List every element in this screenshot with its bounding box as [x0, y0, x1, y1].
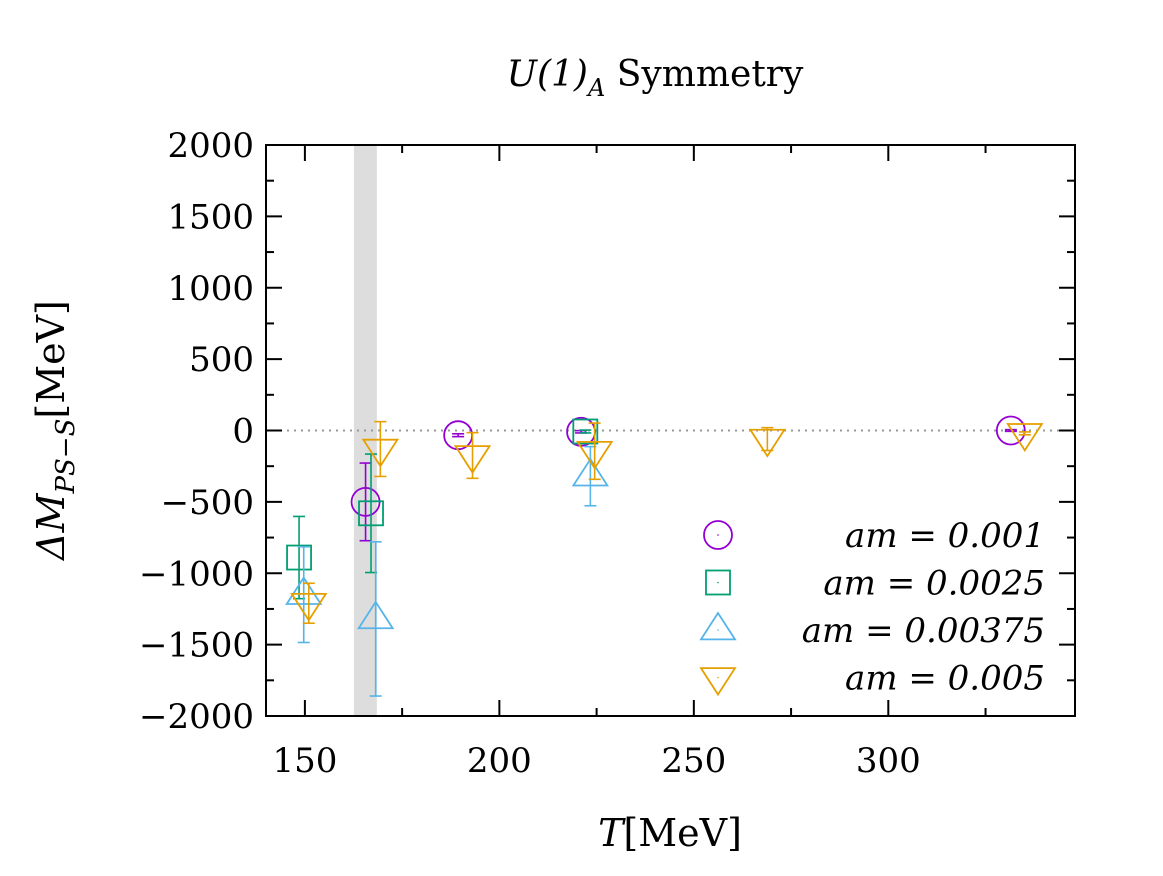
y-tick-label: 500 — [189, 340, 254, 380]
y-axis-label: ΔMPS−S[MeV] — [29, 300, 81, 562]
legend: am = 0.001 am = 0.0025 am = 0.00375 am = 0.… — [699, 516, 1045, 699]
x-tick-label: 250 — [661, 741, 726, 781]
data-point — [286, 544, 312, 571]
x-tick-label: 300 — [856, 741, 921, 781]
data-point — [453, 445, 492, 475]
plot-frame — [265, 144, 1076, 717]
legend-marker — [703, 520, 733, 550]
legend-label: am = 0.00375 — [802, 611, 1045, 651]
data-point — [357, 600, 395, 630]
legend-label: am = 0.001 — [845, 516, 1045, 556]
legend-marker-dot — [717, 629, 719, 631]
chart-title: U(1)A Symmetry — [507, 54, 804, 102]
axis-ticks: 2000 1500 1000 500 0 −500 −1000 −1500 −2000 150 20… — [139, 126, 1075, 781]
data-marks — [285, 415, 1044, 697]
data-point — [748, 428, 786, 458]
x-axis-label: T[MeV] — [598, 811, 742, 855]
y-tick-label: −2000 — [139, 697, 254, 737]
legend-marker-dot — [717, 534, 719, 536]
legend-marker-dot — [717, 676, 719, 679]
data-point — [995, 415, 1026, 446]
data-point — [358, 500, 384, 527]
y-tick-label: −500 — [161, 483, 254, 523]
y-tick-label: −1000 — [139, 554, 254, 594]
x-tick-label: 200 — [467, 741, 532, 781]
data-point — [572, 418, 599, 445]
legend-label: am = 0.005 — [845, 659, 1045, 699]
series-triangle-down — [290, 420, 1044, 625]
y-tick-label: 1500 — [167, 197, 254, 237]
legend-marker-dot — [717, 581, 719, 584]
legend-marker — [705, 569, 731, 596]
y-tick-label: 1000 — [167, 269, 254, 309]
data-point — [571, 457, 610, 487]
data-point — [285, 576, 323, 605]
series-square — [286, 418, 599, 600]
data-point — [290, 592, 328, 622]
legend-marker — [699, 667, 737, 697]
y-tick-label: −1500 — [139, 626, 254, 666]
series-triangle-up — [285, 445, 610, 697]
data-point — [1006, 423, 1044, 453]
legend-marker — [699, 611, 737, 641]
x-tick-label: 150 — [272, 741, 337, 781]
data-point — [361, 438, 400, 468]
data-point — [576, 440, 614, 470]
legend-label: am = 0.0025 — [823, 564, 1045, 604]
y-tick-label: 0 — [232, 412, 254, 452]
y-tick-label: 2000 — [167, 126, 254, 166]
